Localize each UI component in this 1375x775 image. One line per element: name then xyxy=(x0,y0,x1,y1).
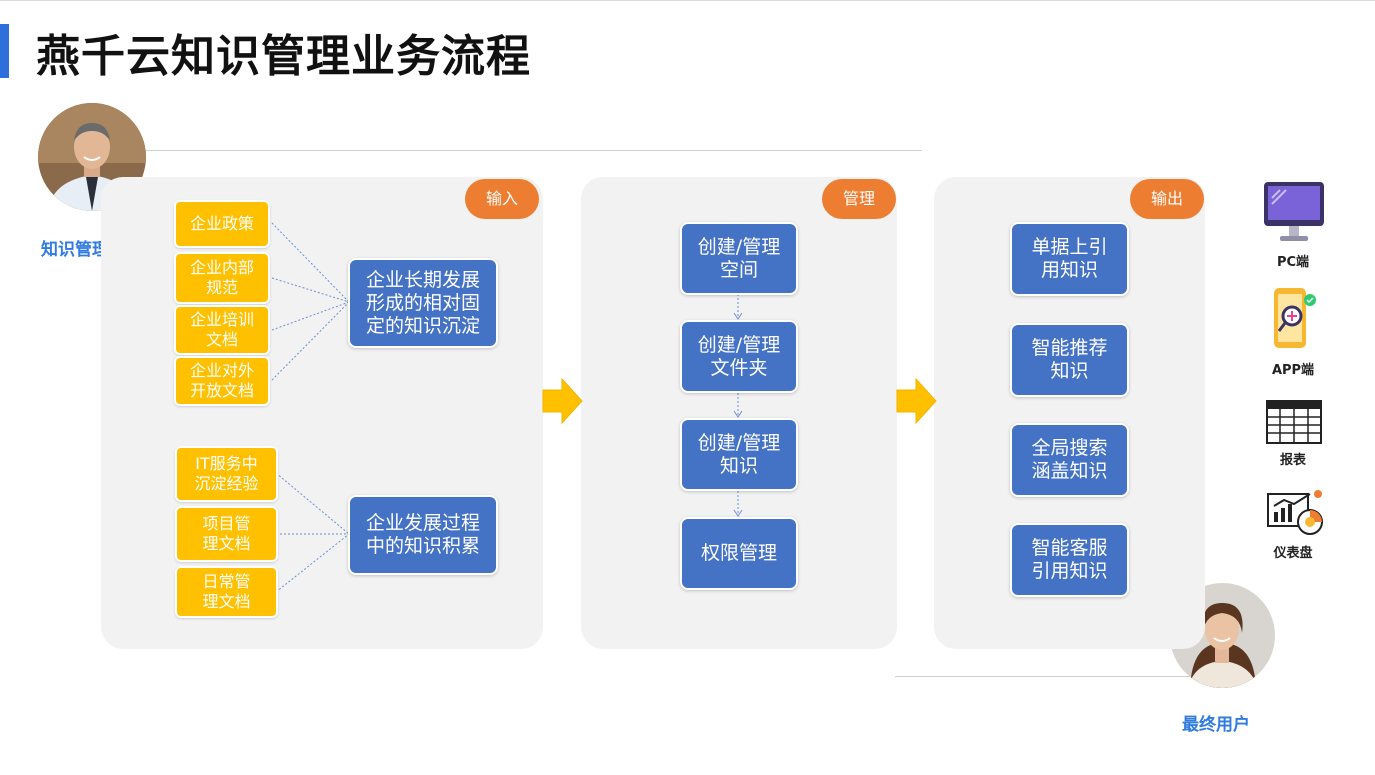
bottom-divider xyxy=(895,676,1195,677)
channel-label: PC端 xyxy=(1276,255,1310,270)
source-box: 企业培训文档 xyxy=(174,305,270,355)
input-stage-pill: 输入 xyxy=(465,179,539,219)
dashboard-icon xyxy=(1266,488,1328,542)
output-item-box: 全局搜索涵盖知识 xyxy=(1010,423,1129,497)
manage-step-box: 创建/管理文件夹 xyxy=(680,320,798,393)
manage-step-box: 创建/管理知识 xyxy=(680,418,798,491)
page-title: 燕千云知识管理业务流程 xyxy=(36,31,531,82)
source-box: 项目管理文档 xyxy=(175,506,278,562)
title-accent-bar xyxy=(0,24,9,78)
top-divider xyxy=(140,150,922,151)
manage-step-box: 创建/管理空间 xyxy=(680,222,798,295)
top-border xyxy=(0,0,1375,1)
source-box: 企业政策 xyxy=(174,200,270,248)
end-user-label: 最终用户 xyxy=(1182,715,1250,735)
input-result-box: 企业发展过程中的知识积累 xyxy=(348,495,498,575)
channel-label: APP端 xyxy=(1271,363,1315,378)
monitor-icon xyxy=(1262,180,1326,248)
source-box: 企业对外开放文档 xyxy=(174,356,270,406)
source-box: 企业内部规范 xyxy=(174,252,270,304)
channel-label: 仪表盘 xyxy=(1273,546,1313,561)
manage-step-box: 权限管理 xyxy=(680,517,798,590)
source-box: IT服务中沉淀经验 xyxy=(175,446,278,502)
channel-label: 报表 xyxy=(1279,453,1306,468)
output-item-box: 智能推荐知识 xyxy=(1010,323,1129,397)
phone-icon xyxy=(1270,286,1320,356)
output-stage-pill: 输出 xyxy=(1130,179,1204,219)
output-item-box: 智能客服引用知识 xyxy=(1010,523,1129,597)
flow-arrow-icon xyxy=(542,378,583,424)
input-result-box: 企业长期发展形成的相对固定的知识沉淀 xyxy=(348,258,498,348)
manage-stage-pill: 管理 xyxy=(822,179,896,219)
source-box: 日常管理文档 xyxy=(175,566,278,618)
output-item-box: 单据上引用知识 xyxy=(1010,222,1129,296)
flow-arrow-icon xyxy=(896,378,937,424)
table-icon xyxy=(1266,400,1322,448)
